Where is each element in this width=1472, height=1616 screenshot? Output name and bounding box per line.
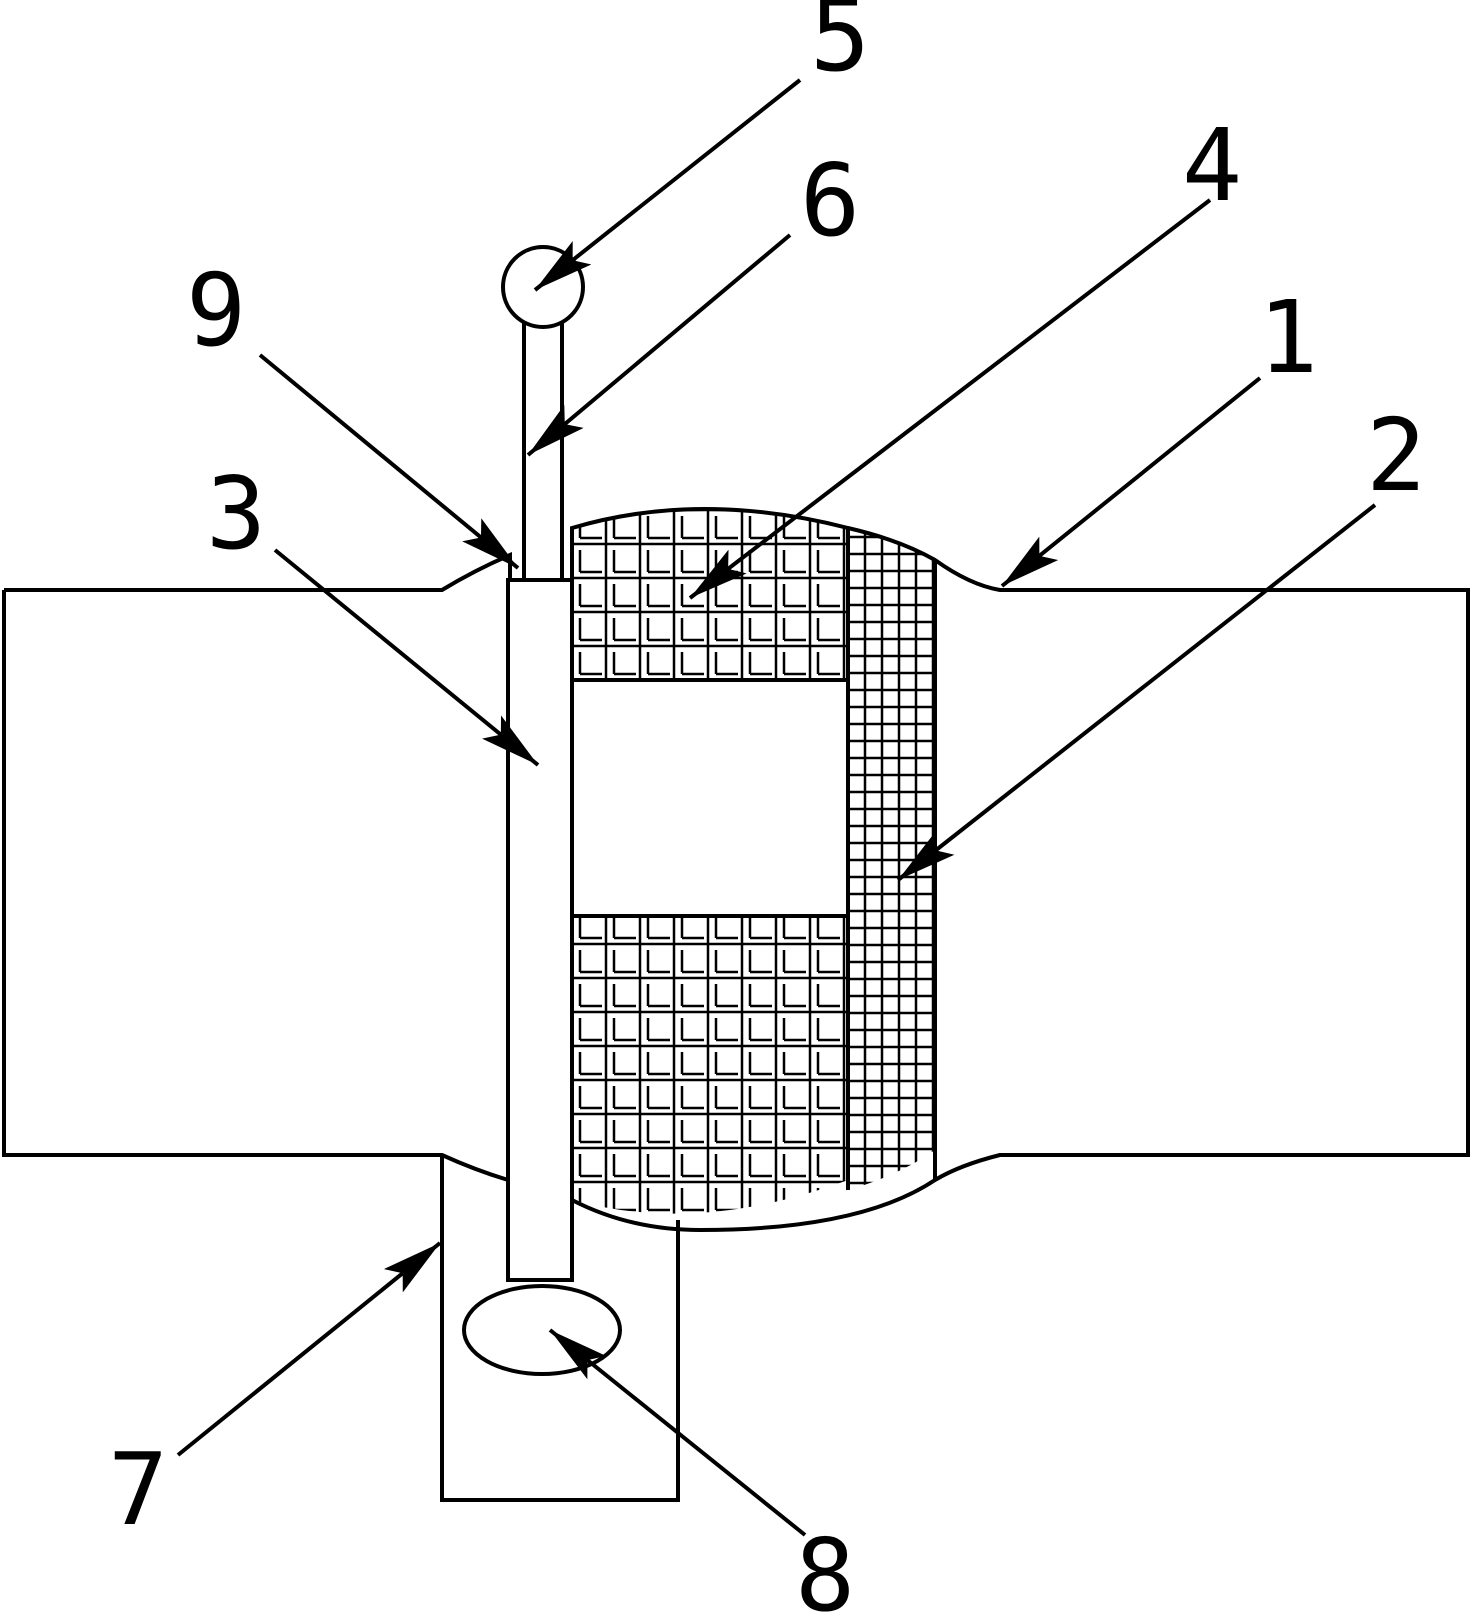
callout-3: 3	[206, 455, 266, 572]
callout-6: 6	[800, 142, 860, 259]
leader-3	[273, 548, 540, 767]
callout-1: 1	[1258, 279, 1318, 396]
bottom-disc	[462, 1284, 622, 1376]
callout-9: 9	[186, 252, 246, 369]
filler-bottom	[572, 916, 848, 1214]
leader-lines	[176, 78, 1377, 1537]
callout-4: 4	[1182, 107, 1242, 224]
leader-2	[896, 503, 1377, 882]
leader-1	[1000, 376, 1262, 588]
callout-labels: 5 6 4 1 2 9 3 7 8	[108, 0, 1426, 1616]
leader-7	[176, 1241, 442, 1457]
leader-4	[688, 198, 1212, 600]
leader-9	[258, 353, 520, 570]
callout-8: 8	[795, 1517, 855, 1616]
main-body	[2, 507, 1470, 1233]
leader-6	[526, 233, 792, 457]
callout-5: 5	[810, 0, 870, 94]
leader-8	[548, 1328, 807, 1537]
lower-housing	[440, 1155, 680, 1502]
vertical-rod	[506, 578, 574, 1282]
leader-5	[533, 78, 802, 292]
callout-2: 2	[1366, 397, 1426, 514]
inner-cavity	[570, 678, 850, 918]
callout-7: 7	[108, 1431, 168, 1548]
